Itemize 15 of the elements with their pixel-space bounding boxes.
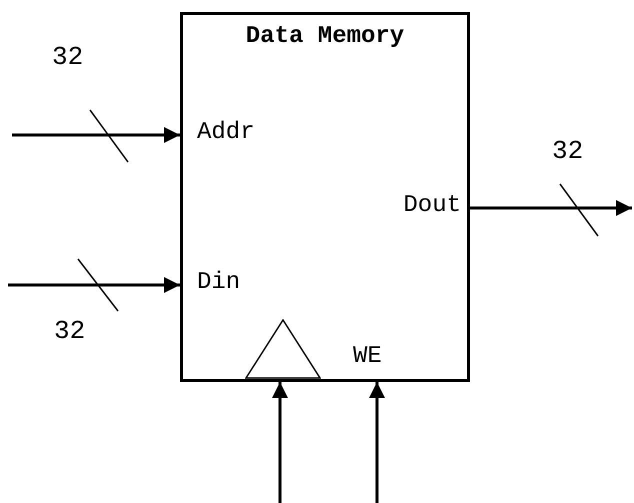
bus-width-label: 32 bbox=[54, 318, 86, 344]
bus-width-label: 32 bbox=[52, 44, 84, 70]
port-label: Din bbox=[197, 271, 240, 295]
clock-triangle bbox=[245, 319, 321, 379]
arrow bbox=[470, 200, 632, 216]
port-label: Addr bbox=[197, 121, 255, 145]
arrow bbox=[272, 382, 288, 503]
memory-block bbox=[180, 12, 470, 382]
arrow bbox=[369, 382, 385, 503]
arrow bbox=[8, 277, 180, 293]
port-label: Dout bbox=[403, 194, 461, 218]
block-title: Data Memory bbox=[244, 25, 406, 49]
bus-width-label: 32 bbox=[552, 138, 584, 164]
port-label: WE bbox=[353, 345, 382, 369]
arrow bbox=[12, 127, 180, 143]
